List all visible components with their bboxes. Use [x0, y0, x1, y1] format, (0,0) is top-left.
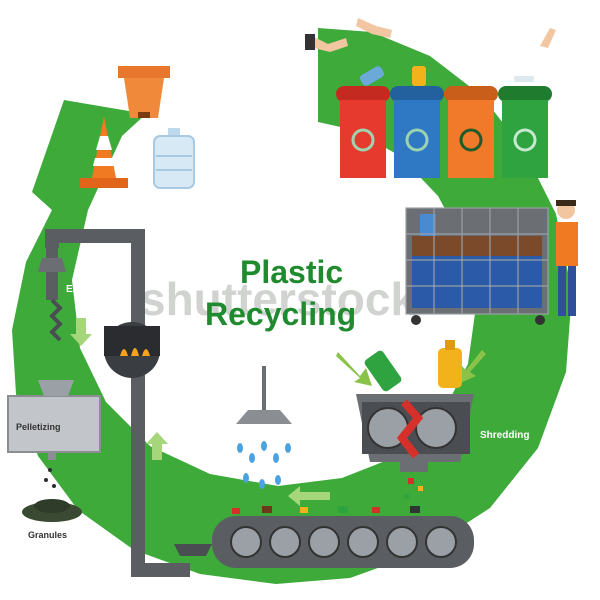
shredded-pieces	[404, 478, 423, 499]
granules-pile	[22, 499, 82, 522]
title-line-1: Plastic	[240, 254, 343, 290]
conveyor-belt	[174, 506, 474, 568]
green-bottle-icon	[364, 350, 402, 392]
bin-red	[336, 86, 390, 178]
collection-cart	[405, 207, 549, 325]
flame-icon	[120, 348, 150, 356]
bottle-icon	[360, 66, 534, 86]
traffic-cone-icon	[80, 116, 128, 188]
extrusion-pipe	[38, 229, 190, 577]
watermark-text: shutterstock	[140, 273, 416, 325]
water-jug-icon	[153, 128, 195, 189]
extrusion-arrow-icon	[70, 318, 92, 346]
bin-blue	[390, 86, 444, 178]
extrusion-label: Extrusion	[66, 284, 112, 295]
flower-pot-icon	[118, 66, 170, 118]
sorting-bins	[305, 18, 556, 178]
shredder-machine	[356, 394, 474, 472]
shredding-label: Shredding	[480, 430, 529, 441]
washing-station	[236, 366, 292, 489]
yellow-bottle-icon	[438, 340, 462, 388]
pelletizing-label: Pelletizing	[16, 422, 61, 432]
recycled-products	[80, 66, 195, 189]
washing-arrow-icon	[288, 486, 330, 506]
pelletizer-machine	[7, 380, 101, 460]
melting-label: Melting	[176, 346, 211, 357]
water-drops	[237, 441, 291, 489]
input-arrows	[336, 340, 486, 392]
title-line-2: Recycling	[205, 296, 356, 332]
worker-icon	[556, 200, 578, 316]
granules-label: Granules	[28, 530, 67, 540]
bin-green	[498, 86, 552, 178]
melting-furnace	[104, 322, 160, 378]
hand-icon	[305, 18, 556, 52]
falling-pellets	[44, 468, 56, 488]
bin-orange	[444, 86, 498, 178]
up-arrow-icon	[146, 432, 168, 460]
washing-label: Washing	[296, 464, 337, 475]
